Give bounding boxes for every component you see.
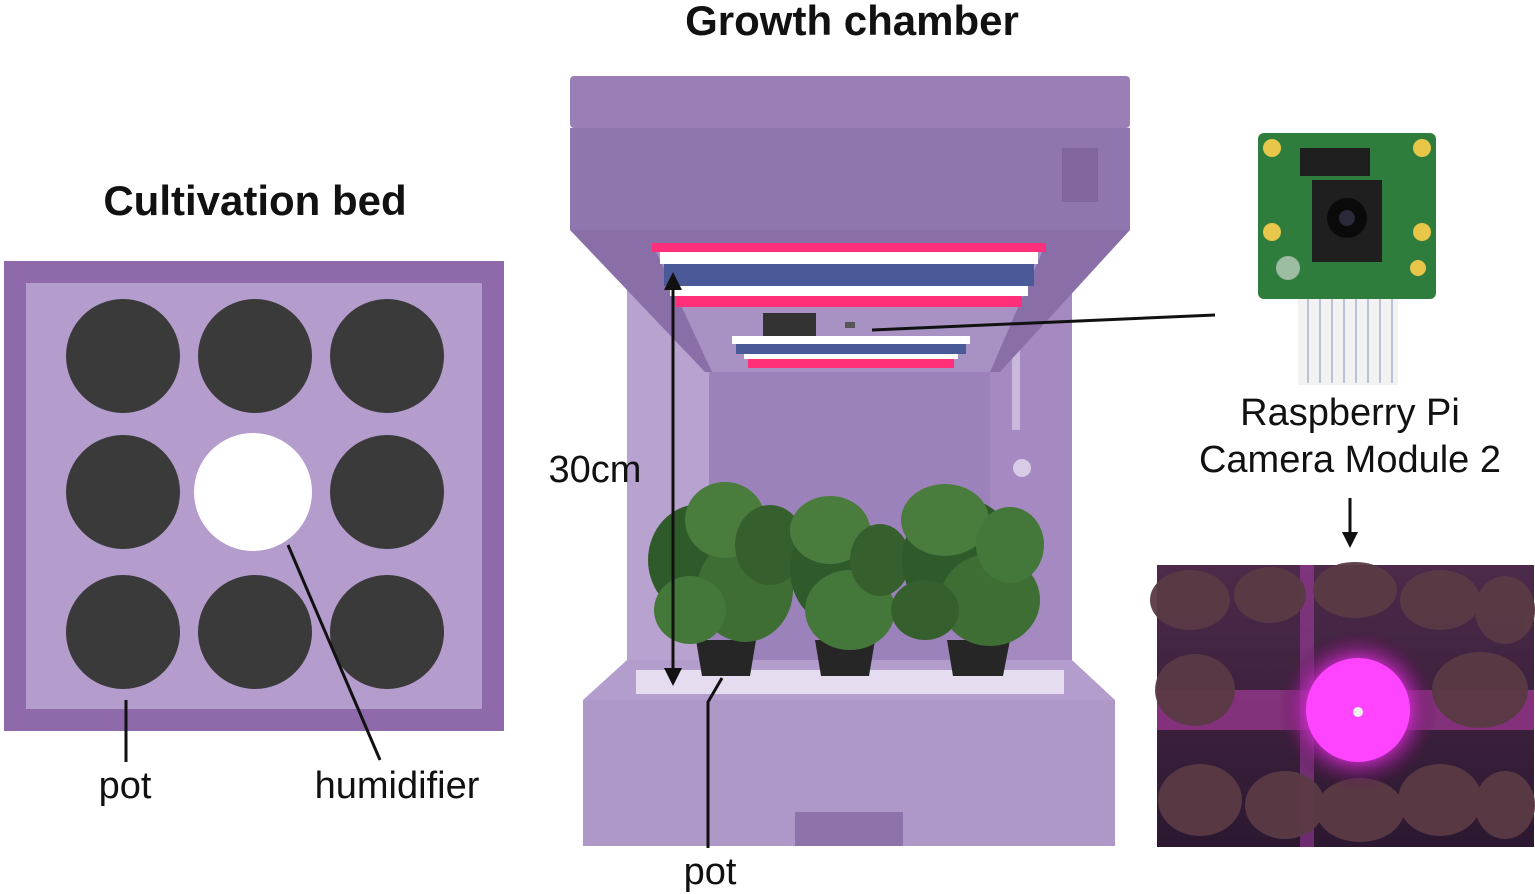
bed-pot [66, 299, 180, 413]
led-gap [732, 336, 970, 344]
led-strip-red [652, 243, 1046, 252]
chamber-pot [947, 640, 1010, 676]
bed-pot [330, 435, 444, 549]
bed-pot [330, 575, 444, 689]
humidifier-label: humidifier [315, 765, 480, 807]
flex-connector [1300, 148, 1370, 176]
led-strip-blue [664, 264, 1034, 286]
cultivation-bed [4, 261, 504, 731]
height-arrow [664, 272, 682, 686]
height-label: 30cm [549, 449, 642, 491]
humidifier-leader [286, 544, 382, 761]
chamber-pot [815, 640, 875, 676]
camera-label-line2: Camera Module 2 [1199, 439, 1501, 481]
bed-pot [66, 575, 180, 689]
mount-hole [1413, 139, 1431, 157]
mount-hole [1410, 260, 1426, 276]
led-gap [744, 354, 958, 359]
side-knob [1013, 459, 1031, 477]
chamber-top-lid [570, 76, 1130, 128]
chamber-pot-leader [706, 677, 724, 848]
bed-humidifier [194, 433, 312, 551]
mount-hole [1263, 223, 1281, 241]
brand-logo [1062, 148, 1098, 202]
mount-hole [1263, 139, 1281, 157]
base-drawer [795, 812, 903, 846]
led-strip-blue [736, 344, 966, 354]
raspberry-logo [1276, 256, 1300, 280]
basil-plants [648, 482, 1044, 650]
chamber-pot [696, 640, 756, 676]
camera-sensor-dot [845, 322, 855, 328]
down-arrow [1342, 498, 1358, 548]
bed-pot [198, 575, 312, 689]
bed-pot [198, 299, 312, 413]
camera-leader [871, 313, 1216, 332]
led-gap [670, 286, 1028, 296]
growth-chamber [570, 76, 1130, 846]
bed-pot [330, 299, 444, 413]
chamber-pot-label: pot [684, 851, 737, 893]
bed-pot-label: pot [99, 765, 152, 807]
led-strip-red [676, 296, 1022, 307]
led-strip-red [748, 359, 954, 368]
camera-housing [763, 313, 816, 337]
side-vent [1012, 330, 1020, 430]
bed-pot [66, 435, 180, 549]
captured-photo [1150, 562, 1535, 847]
cultivation-bed-title: Cultivation bed [103, 177, 406, 224]
camera-label-line1: Raspberry Pi [1240, 392, 1460, 434]
mount-hole [1413, 223, 1431, 241]
led-gap [660, 252, 1038, 264]
chamber-top-block [570, 128, 1130, 230]
growth-chamber-title: Growth chamber [685, 0, 1019, 44]
camera-module-image [1258, 133, 1436, 385]
